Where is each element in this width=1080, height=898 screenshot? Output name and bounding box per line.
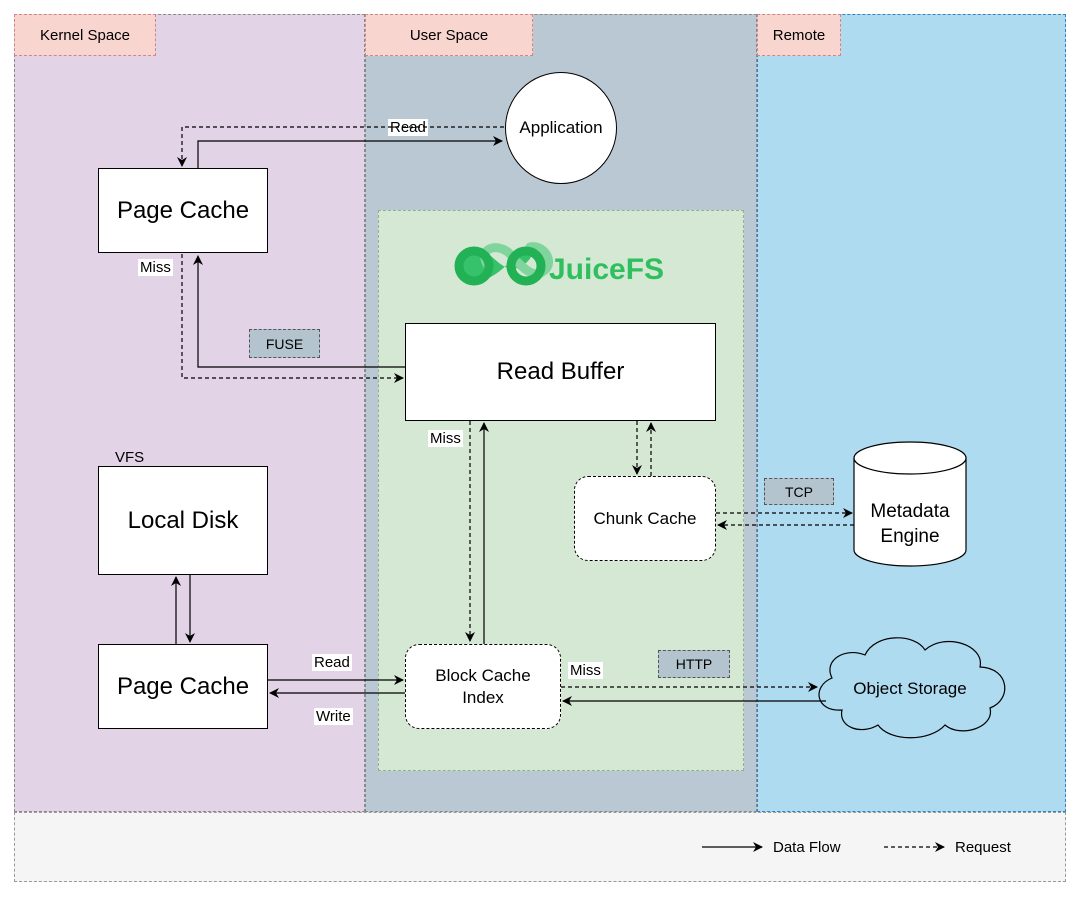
object-storage-cloud [818, 637, 1006, 739]
read-data-label: Read [312, 654, 352, 671]
metadata-engine-line1: Metadata [870, 501, 950, 522]
remote-zone [757, 14, 1066, 812]
tcp-badge: TCP [764, 478, 834, 505]
object-storage-label: Object Storage [853, 679, 966, 698]
legend-data-flow-label: Data Flow [773, 839, 841, 856]
block-cache-index-box: Block Cache Index [405, 644, 561, 729]
user-space-tab: User Space [365, 14, 533, 56]
local-disk-box: Local Disk [98, 466, 268, 575]
application-node: Application [505, 72, 617, 184]
page-cache-to-app-arrow [197, 136, 503, 168]
read-buffer-to-page-cache-arrow [193, 255, 405, 368]
remote-tab: Remote [757, 14, 841, 56]
miss-page-cache-label: Miss [138, 259, 173, 276]
miss-to-read-buffer-arrow [181, 254, 404, 383]
kernel-space-tab: Kernel Space [14, 14, 156, 56]
metadata-engine-line2: Engine [880, 526, 939, 547]
metadata-engine-cylinder [853, 441, 967, 567]
juicefs-logo-text: JuiceFS [549, 253, 664, 286]
read-buffer-box: Read Buffer [405, 323, 716, 421]
http-badge: HTTP [658, 650, 730, 678]
vfs-label: VFS [115, 449, 145, 466]
miss-read-buffer-label: Miss [428, 430, 463, 447]
read-request-label: Read [388, 119, 428, 136]
legend-request-label: Request [955, 839, 1011, 856]
read-request-arrow [177, 126, 504, 167]
write-data-label: Write [314, 708, 353, 725]
juicefs-logo-icon [454, 242, 554, 286]
legend-area [14, 812, 1066, 882]
page-cache-top-box: Page Cache [98, 168, 268, 253]
fuse-badge: FUSE [249, 329, 320, 358]
page-cache-bottom-box: Page Cache [98, 644, 268, 729]
chunk-cache-box: Chunk Cache [574, 476, 716, 561]
miss-block-label: Miss [568, 662, 603, 679]
